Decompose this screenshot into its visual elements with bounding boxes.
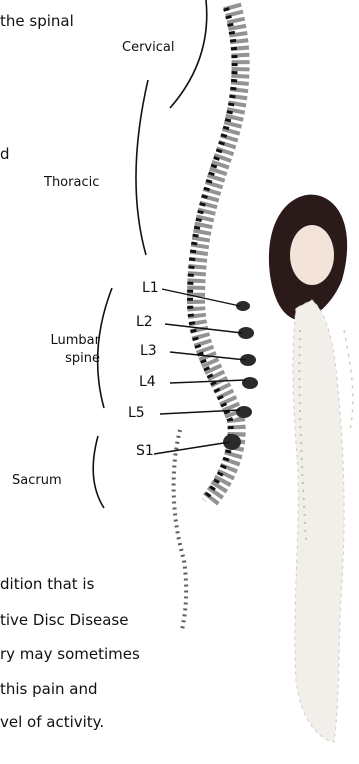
vertebra-label-l4: L4 — [139, 374, 156, 390]
body-text-line-3: ry may sometimes — [0, 645, 140, 663]
sacrum-bracket — [93, 436, 104, 508]
intro-text-line-2: d — [0, 145, 10, 163]
vertebra-label-l5: L5 — [128, 405, 145, 421]
cervical-bracket — [170, 0, 207, 108]
leader-s1 — [154, 442, 230, 454]
body-text-line-1: dition that is — [0, 575, 94, 593]
region-label-spine: spine — [44, 351, 100, 366]
region-label-lumbar: Lumbar — [44, 333, 100, 348]
leader-l2 — [165, 324, 242, 333]
vertebra-label-l1: L1 — [142, 280, 159, 296]
thoracic-bracket — [136, 80, 148, 255]
vertebra-label-l3: L3 — [140, 343, 157, 359]
body-text-line-5: vel of activity. — [0, 713, 104, 731]
spine-column — [174, 5, 258, 630]
body-text-line-4: this pain and — [0, 680, 98, 698]
body-text-line-2: tive Disc Disease — [0, 611, 128, 629]
figure-face — [290, 225, 334, 285]
intro-text-line-1: the spinal — [0, 12, 74, 30]
vertebra-label-s1: S1 — [136, 443, 154, 459]
female-figure — [269, 195, 353, 742]
leader-l4 — [170, 380, 246, 383]
lumbar-bracket — [98, 288, 112, 408]
vertebra-label-l2: L2 — [136, 314, 153, 330]
region-label-cervical: Cervical — [122, 40, 174, 55]
leader-l3 — [170, 352, 246, 360]
region-label-sacrum: Sacrum — [12, 473, 62, 488]
region-label-thoracic: Thoracic — [44, 175, 99, 190]
figure-body — [293, 300, 344, 742]
